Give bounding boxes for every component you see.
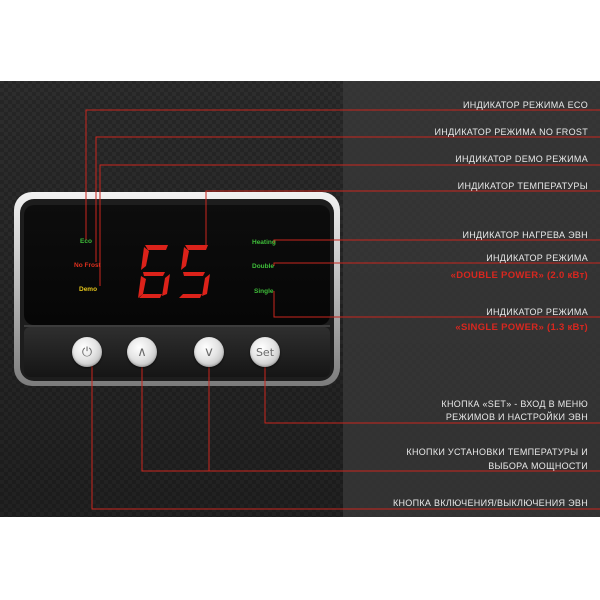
callout-temp-buttons-line1: КНОПКИ УСТАНОВКИ ТЕМПЕРАТУРЫ И — [406, 446, 588, 459]
single-indicator: Single — [254, 288, 274, 295]
heating-indicator: Heating — [252, 239, 276, 246]
callout-single-power: «SINGLE POWER» (1.3 кВт) — [455, 322, 588, 333]
no-frost-indicator: No Frost — [74, 262, 101, 269]
display-screen — [24, 205, 330, 325]
callout-set-line1: КНОПКА «SET» - ВХОД В МЕНЮ — [441, 398, 588, 411]
callout-no-frost: ИНДИКАТОР РЕЖИМА NO FROST — [435, 126, 588, 139]
double-indicator: Double — [252, 263, 274, 270]
power-button[interactable]: ⏻ — [72, 337, 102, 367]
eco-indicator: Eco — [80, 238, 92, 245]
callout-heating: ИНДИКАТОР НАГРЕВА ЭВН — [462, 229, 588, 242]
temp-up-button[interactable]: ∧ — [127, 337, 157, 367]
temp-down-button[interactable]: v — [194, 337, 224, 367]
callout-temperature: ИНДИКАТОР ТЕМПЕРАТУРЫ — [458, 180, 588, 193]
callout-set-line2: РЕЖИМОВ И НАСТРОЙКИ ЭВН — [446, 411, 588, 424]
demo-indicator: Demo — [79, 286, 97, 293]
callout-double-title: ИНДИКАТОР РЕЖИМА — [486, 252, 588, 265]
callout-double-power: «DOUBLE POWER» (2.0 кВт) — [451, 270, 588, 281]
set-button[interactable]: Set — [250, 337, 280, 367]
callout-power-button: КНОПКА ВКЛЮЧЕНИЯ/ВЫКЛЮЧЕНИЯ ЭВН — [393, 497, 588, 510]
chevron-down-icon: v — [205, 345, 213, 360]
power-icon: ⏻ — [82, 345, 92, 360]
callout-eco: ИНДИКАТОР РЕЖИМА ECO — [463, 99, 588, 112]
button-strip — [24, 327, 330, 377]
chevron-up-icon: ∧ — [137, 345, 147, 360]
callout-demo: ИНДИКАТОР DEMO РЕЖИМА — [455, 153, 588, 166]
callout-temp-buttons-line2: ВЫБОРА МОЩНОСТИ — [488, 460, 588, 473]
callout-single-title: ИНДИКАТОР РЕЖИМА — [486, 306, 588, 319]
set-button-label: Set — [256, 346, 274, 359]
